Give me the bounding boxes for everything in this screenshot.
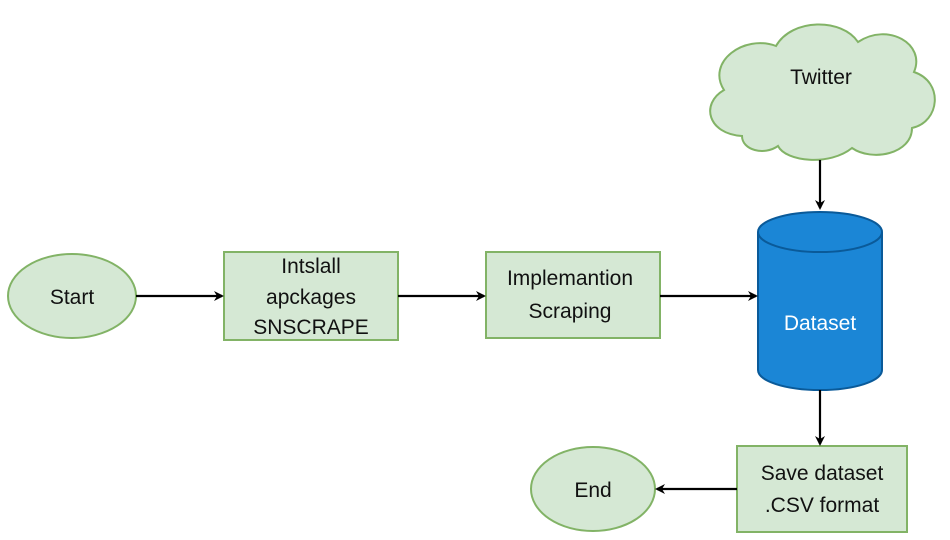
implementation-scraping-node: Implemantion Scraping	[485, 251, 661, 339]
save-label-line-1: Save dataset	[761, 462, 884, 485]
save-dataset-node: Save dataset .CSV format	[736, 445, 908, 533]
dataset-label: Dataset	[784, 312, 857, 335]
implementation-label-line-2: Scraping	[529, 300, 612, 323]
implementation-label-line-1: Implemantion	[507, 267, 633, 290]
twitter-label: Twitter	[790, 66, 852, 89]
start-node: Start	[7, 253, 137, 339]
end-node: End	[530, 446, 656, 532]
install-label-line-1: Intslall	[281, 255, 341, 278]
dataset-database-node: Dataset	[757, 211, 883, 391]
install-label-line-2: apckages	[266, 286, 356, 309]
save-label-line-2: .CSV format	[765, 494, 880, 517]
end-label: End	[574, 479, 611, 502]
install-packages-node: Intslall apckages SNSCRAPE	[223, 251, 399, 341]
install-label-line-3: SNSCRAPE	[253, 316, 369, 339]
twitter-cloud-node: Twitter	[709, 23, 936, 161]
start-label: Start	[50, 286, 95, 309]
